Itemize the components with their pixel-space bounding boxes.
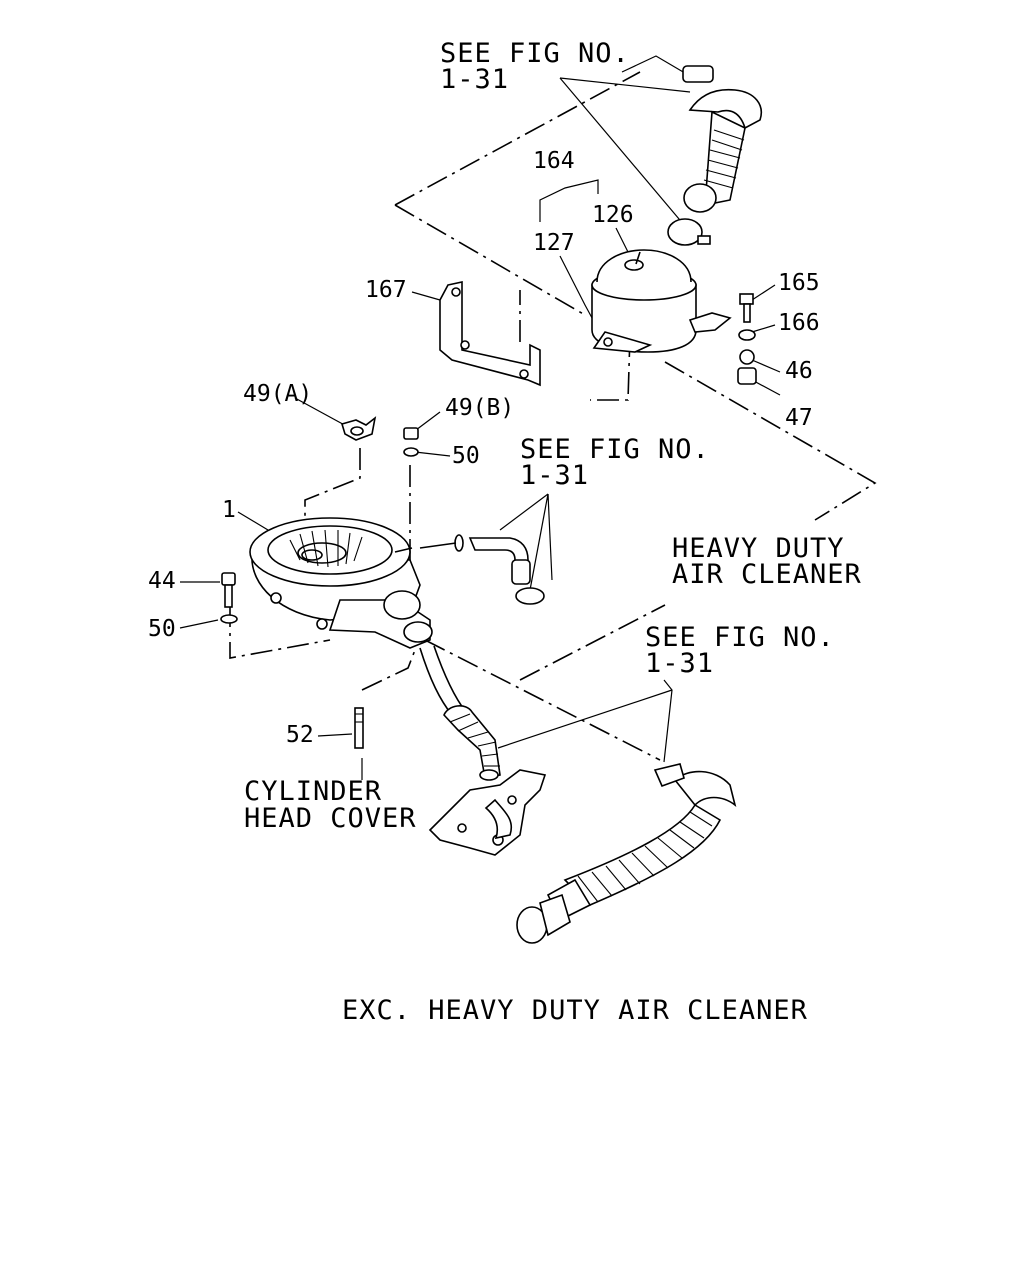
callout-49b: 49(B) (445, 395, 514, 421)
heavy-duty-label-line2: AIR CLEANER (672, 559, 862, 590)
cylinder-head-cover-line1: CYLINDER (244, 776, 382, 807)
nut-49b (403, 427, 419, 457)
see-fig-note-top-line2: 1-31 (440, 64, 509, 95)
callout-46: 46 (785, 358, 813, 384)
callout-50-top: 50 (452, 443, 480, 469)
callout-127: 127 (533, 230, 575, 256)
breather-hose-mid (419, 534, 545, 605)
wing-nut-49a (341, 416, 377, 441)
intake-duct-large (516, 763, 737, 944)
callout-166: 166 (778, 310, 820, 336)
heavy-duty-air-cleaner (591, 249, 732, 353)
cylinder-head-cover-line2: HEAD COVER (244, 803, 417, 834)
see-fig-note-right-line2: 1-31 (645, 648, 714, 679)
see-fig-note-mid-line2: 1-31 (520, 460, 589, 491)
see-fig-note-right-line1: SEE FIG NO. (645, 622, 835, 653)
leader-lines (179, 55, 781, 780)
heavy-duty-hose (682, 65, 762, 213)
cylinder-head-cover-label: CYLINDER HEAD COVER (244, 776, 417, 834)
pcv-hose-lower (419, 645, 501, 781)
see-fig-note-top: SEE FIG NO. 1-31 (440, 38, 630, 95)
see-fig-note-mid: SEE FIG NO. 1-31 (520, 434, 710, 491)
callout-126: 126 (592, 202, 634, 228)
bracket-167 (439, 281, 541, 387)
see-fig-note-mid-line1: SEE FIG NO. (520, 434, 710, 465)
callout-164: 164 (533, 148, 575, 174)
stud-52 (354, 707, 364, 749)
callout-52: 52 (286, 722, 314, 748)
see-fig-note-top-line1: SEE FIG NO. (440, 38, 630, 69)
diagram-caption: EXC. HEAVY DUTY AIR CLEANER (342, 995, 808, 1026)
callout-167: 167 (365, 277, 407, 303)
cylinder-head-cover-bracket (428, 769, 547, 856)
callout-44: 44 (148, 568, 176, 594)
callout-50-left: 50 (148, 616, 176, 642)
hose-clamp-upper (667, 218, 711, 246)
heavy-duty-label-line1: HEAVY DUTY (672, 533, 845, 564)
callout-1: 1 (222, 497, 236, 523)
bolt-44 (220, 572, 238, 624)
callout-47: 47 (785, 405, 813, 431)
see-fig-note-right: SEE FIG NO. 1-31 (645, 622, 835, 679)
callout-49a: 49(A) (243, 381, 312, 407)
callout-165: 165 (778, 270, 820, 296)
air-cleaner-1 (249, 517, 433, 649)
fasteners-165-47 (737, 293, 757, 385)
heavy-duty-label: HEAVY DUTY AIR CLEANER (672, 533, 862, 590)
